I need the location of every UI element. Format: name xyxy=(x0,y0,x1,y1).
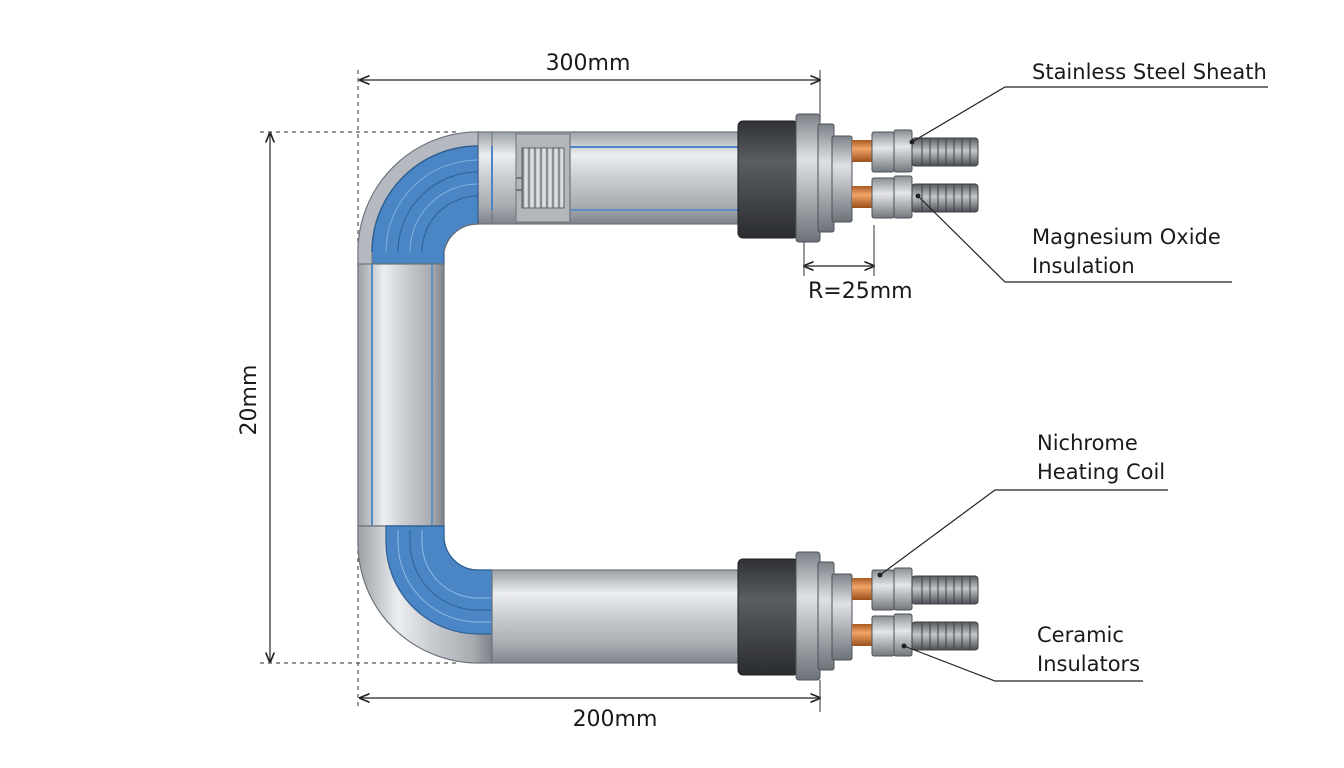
leader-dot-ceramic xyxy=(901,643,907,649)
mgo-label-line1: Magnesium Oxide xyxy=(1032,225,1221,249)
dimension-lines xyxy=(260,70,874,712)
leader-lines xyxy=(879,86,1268,682)
coil-label-line1: Nichrome xyxy=(1037,431,1138,455)
bend-radius-label: R=25mm xyxy=(808,279,913,304)
leader-dot-sheath xyxy=(909,139,915,145)
mgo-label-line2: Insulation xyxy=(1032,254,1135,278)
vertical-tube xyxy=(357,263,445,527)
leader-dot-mgo xyxy=(915,193,921,199)
coil-label-line2: Heating Coil xyxy=(1037,460,1165,484)
bottom-terminal xyxy=(737,551,979,681)
leader-dot-coil xyxy=(877,572,883,578)
bottom-tube xyxy=(491,569,741,664)
top-length-label: 300mm xyxy=(546,51,631,76)
top-terminal xyxy=(737,113,979,243)
sheath-label: Stainless Steel Sheath xyxy=(1032,60,1267,84)
ceramic-label-line1: Ceramic xyxy=(1037,623,1124,647)
top-tube xyxy=(477,131,741,225)
top-bend xyxy=(357,131,517,265)
bottom-length-label: 200mm xyxy=(573,707,658,732)
height-label: 20mm xyxy=(237,365,262,436)
ceramic-label-line2: Insulators xyxy=(1037,652,1140,676)
bottom-bend xyxy=(357,525,493,664)
